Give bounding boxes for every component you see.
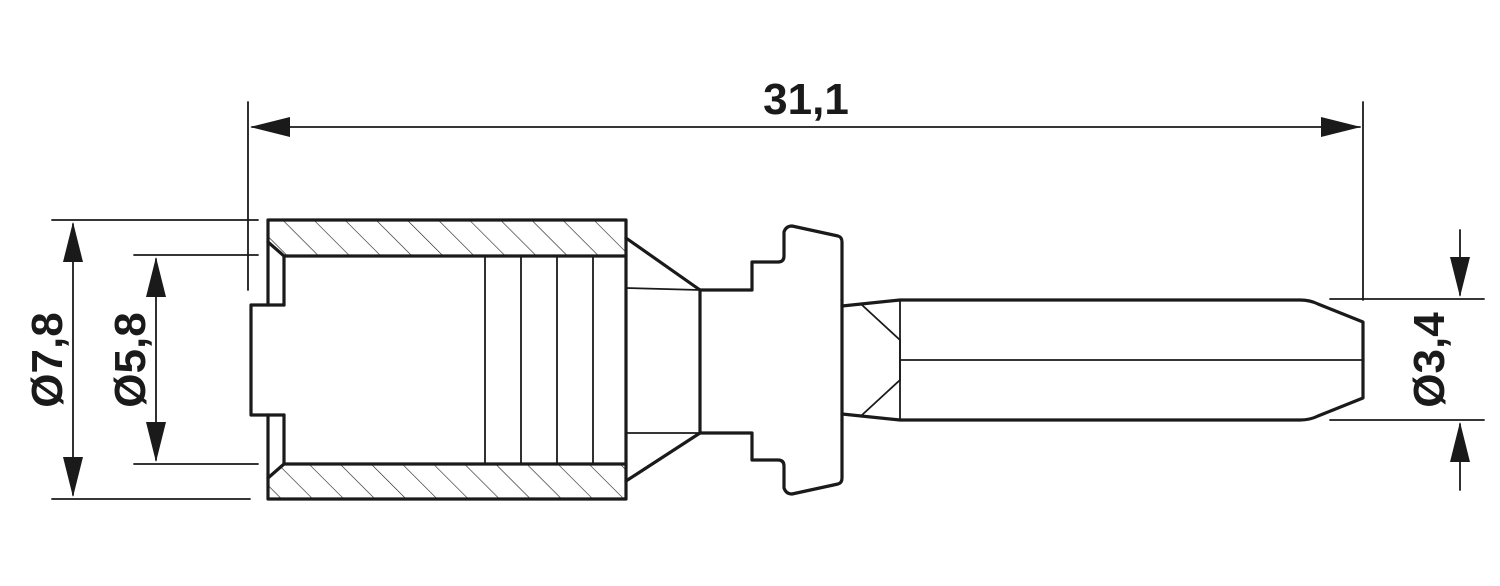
arrowhead-right: [1321, 117, 1361, 137]
arrowhead-inner-bottom: [146, 422, 166, 462]
sleeve-wall-top-section: [268, 220, 626, 256]
arrowhead-outer-top: [63, 222, 83, 262]
sleeve-outline: [249, 218, 628, 501]
contact-pin: [840, 298, 1365, 422]
pin-facet-bottom: [861, 379, 901, 416]
crimp-sleeve: [249, 218, 628, 501]
cone-outer-top: [624, 236, 702, 292]
inner-diameter-dimension: Ø5,8: [106, 254, 259, 465]
bore-chamfer-bottom: [266, 462, 286, 480]
inner-diameter-label: Ø5,8: [106, 312, 155, 407]
collar: [698, 224, 844, 496]
arrowhead-left: [250, 117, 290, 137]
pin-facet-top: [861, 304, 901, 341]
cone-outer-bottom: [624, 431, 702, 483]
bore-chamfer-top: [266, 240, 286, 258]
overall-length-dimension: 31,1: [247, 75, 1364, 301]
outer-diameter-dimension: Ø7,8: [23, 219, 259, 500]
arrowhead-outer-bottom: [63, 457, 83, 497]
sleeve-wall-bottom-section: [268, 464, 626, 499]
arrowhead-pin-top: [1450, 257, 1470, 297]
pin-diameter-dimension: Ø3,4: [1329, 229, 1485, 491]
transition-cone: [624, 236, 702, 483]
pin-diameter-label: Ø3,4: [1405, 312, 1454, 408]
arrowhead-inner-top: [146, 257, 166, 297]
outer-diameter-label: Ø7,8: [23, 312, 72, 407]
overall-length-label: 31,1: [763, 75, 849, 124]
arrowhead-pin-bottom: [1450, 422, 1470, 462]
collar-outline-top: [698, 224, 844, 302]
cone-inner-top: [625, 287, 701, 291]
collar-outline-bottom: [698, 418, 844, 496]
